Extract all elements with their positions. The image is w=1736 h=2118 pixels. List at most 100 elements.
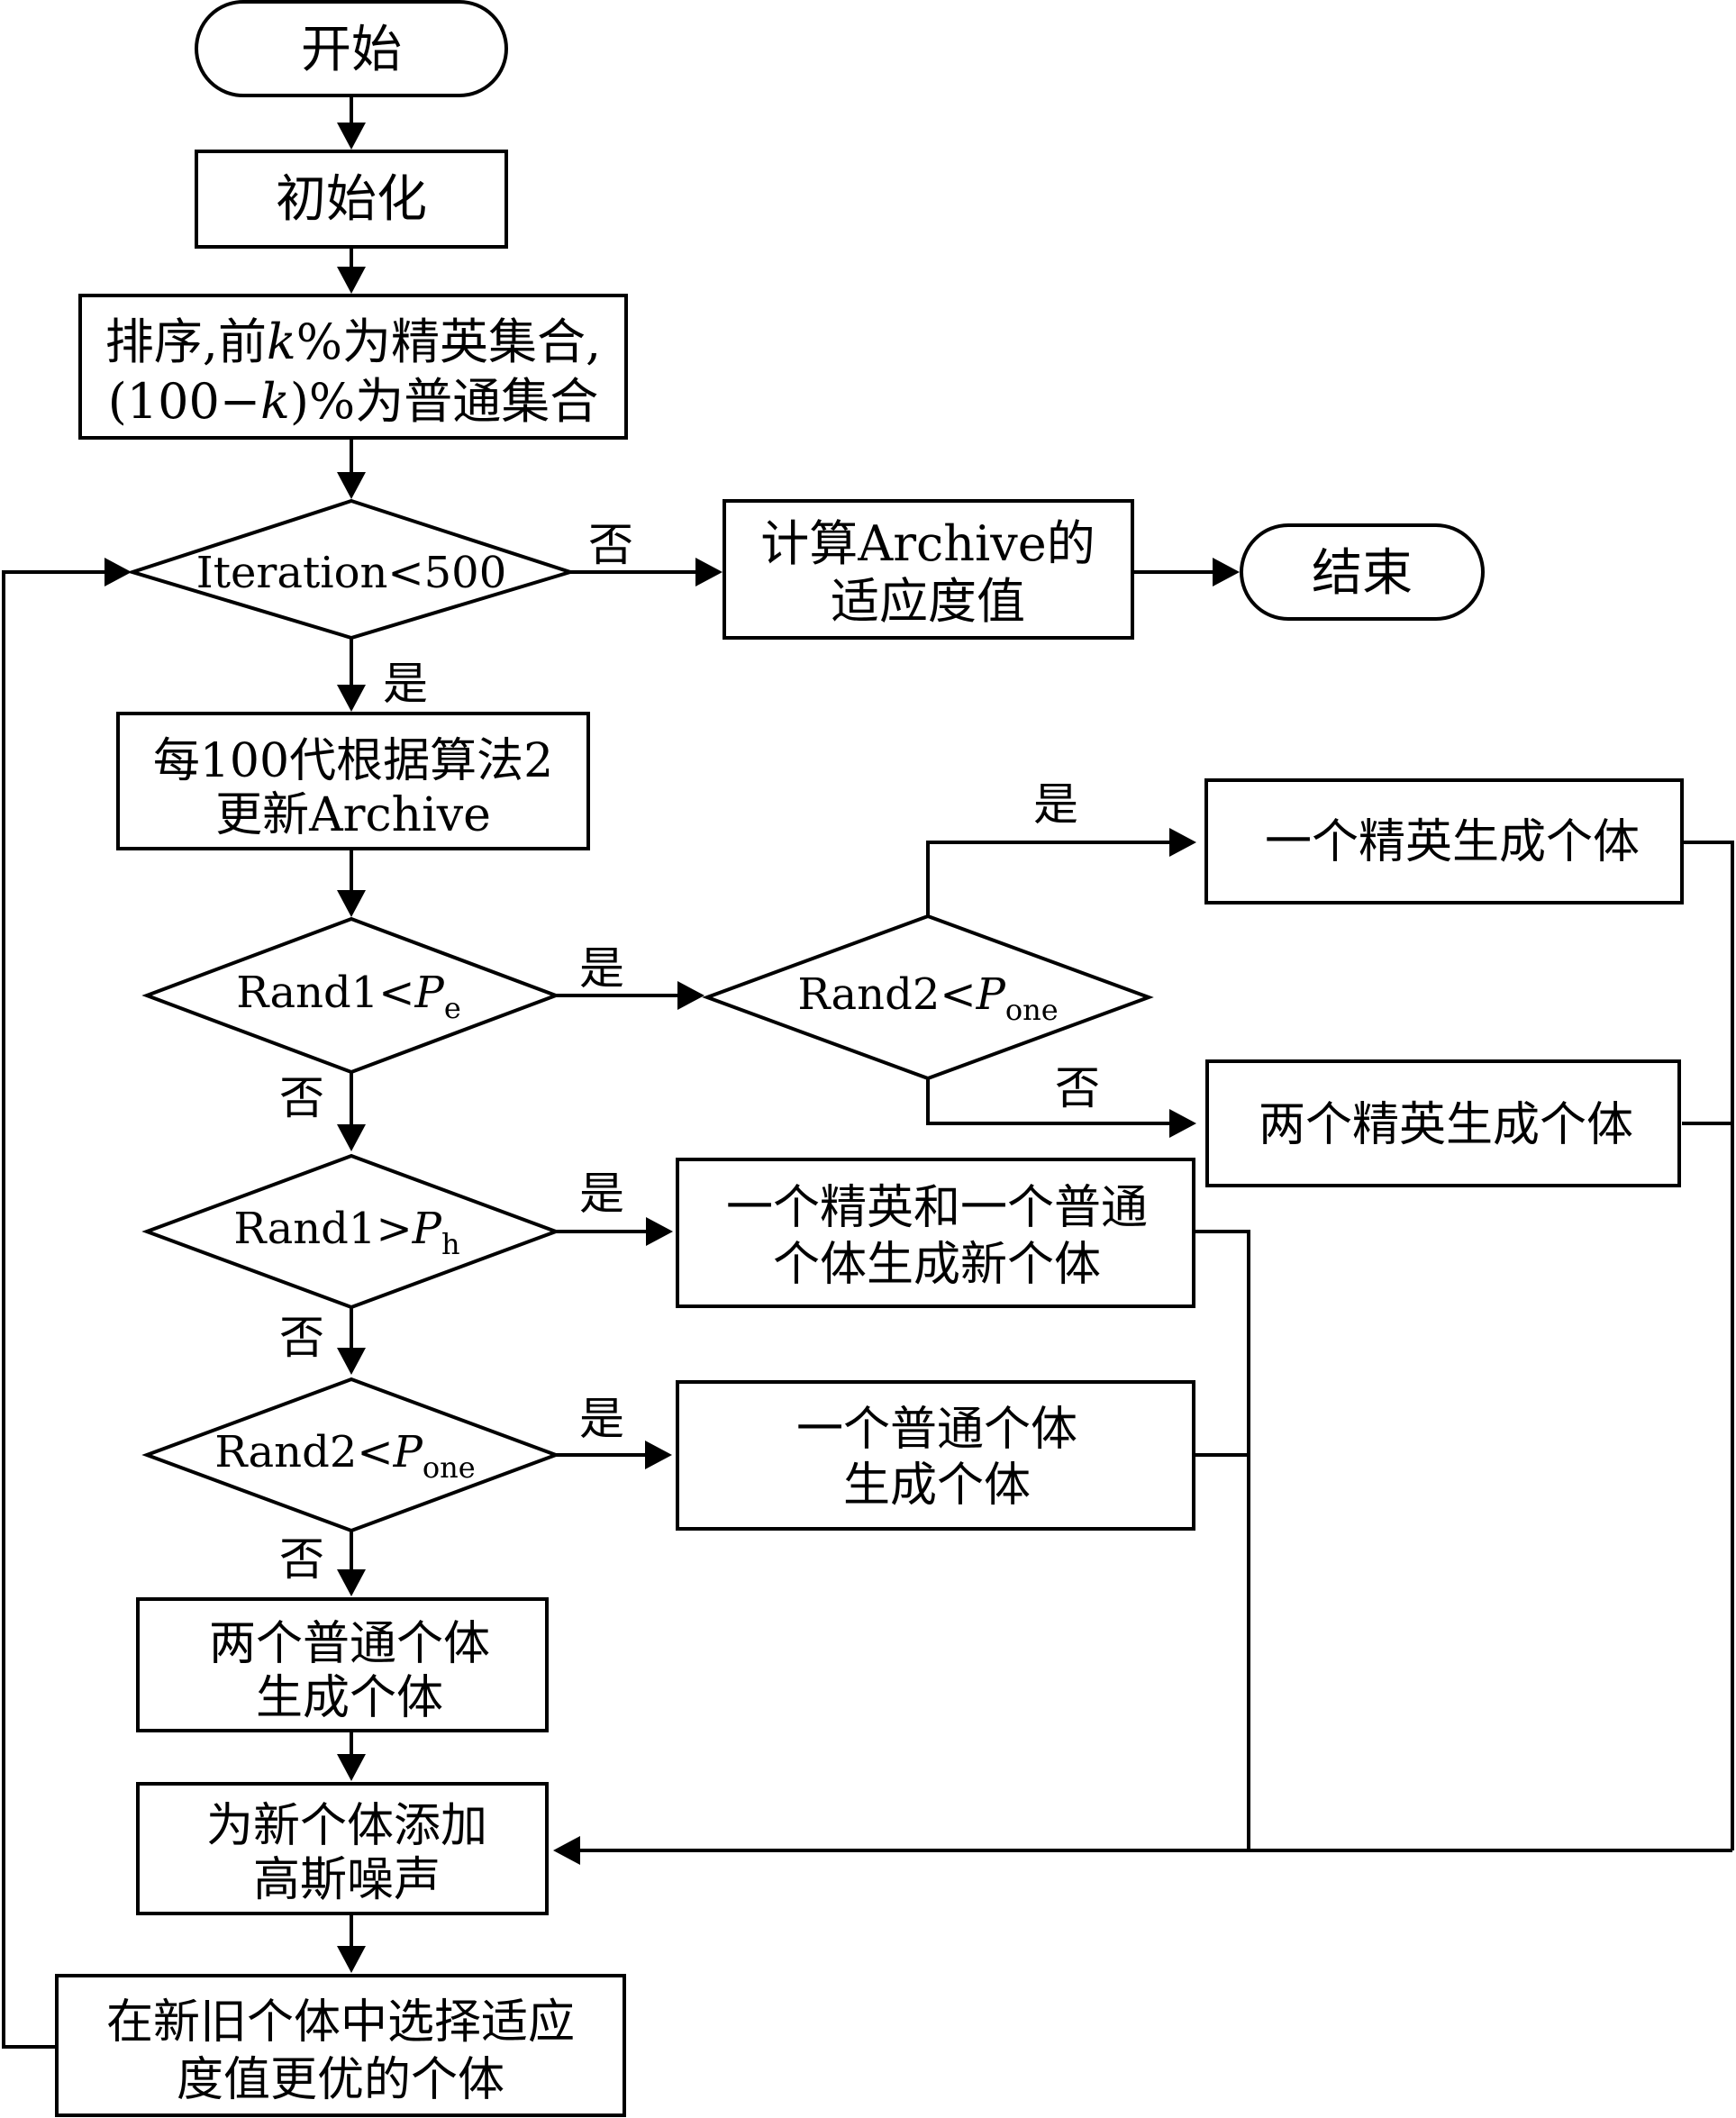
- noise-line2: 高斯噪声: [253, 1853, 441, 1907]
- mixed-node: 一个精英和一个普通 个体生成新个体: [676, 1158, 1195, 1308]
- normal-two-box: [136, 1597, 549, 1732]
- arrowhead: [677, 981, 704, 1010]
- edge-cond2-eliteone: [926, 841, 1173, 916]
- noise-node: 为新个体添加 高斯噪声: [136, 1782, 549, 1915]
- arrowhead: [695, 558, 723, 586]
- cond3-text: Rand1>: [233, 1204, 412, 1254]
- init-box: [195, 150, 508, 249]
- sort-line1: 排序,前k%为精英集合,: [105, 314, 601, 370]
- start-label: 开始: [301, 21, 402, 79]
- cond2-text: Rand2<: [797, 969, 976, 1020]
- loop-cond-label: Iteration<500: [196, 548, 507, 598]
- compute-line2: 适应度值: [831, 573, 1025, 630]
- arrowhead: [337, 123, 366, 150]
- arrowhead: [337, 1754, 366, 1781]
- edge-cond2-elitetwo: [926, 1078, 1173, 1125]
- cond1-diamond: [141, 916, 561, 1075]
- noise-box: [136, 1782, 549, 1915]
- loop-no-label: 否: [588, 519, 633, 571]
- cond1-label: Rand1<Pe: [236, 968, 461, 1025]
- sort-line2: (100−k)%为普通集合: [108, 373, 599, 430]
- arrowhead: [646, 1217, 673, 1246]
- arrowhead: [105, 558, 132, 586]
- loop-diamond: [126, 498, 577, 641]
- end-label: 结束: [1312, 544, 1413, 603]
- end-node: 结束: [1240, 523, 1485, 621]
- init-node: 初始化: [195, 150, 508, 249]
- compute-box: [723, 499, 1134, 640]
- cond3-var: P: [412, 1204, 442, 1254]
- sort-line2-var: k: [260, 373, 290, 430]
- normal-one-node: 一个普通个体 生成个体: [676, 1380, 1195, 1531]
- cond3-yes-label: 是: [579, 1168, 624, 1220]
- cond4-decision: Rand2<Pone: [141, 1377, 561, 1533]
- sort-line1-var: k: [267, 314, 296, 370]
- normal-one-box: [676, 1380, 1195, 1531]
- cond4-yes-label: 是: [579, 1393, 624, 1445]
- cond2-var: P: [976, 969, 1006, 1020]
- mixed-line2: 个体生成新个体: [773, 1238, 1101, 1292]
- sort-box: [78, 294, 628, 440]
- sort-line1-a: 排序,前: [105, 314, 267, 370]
- cond1-yes-label: 是: [579, 942, 624, 995]
- arrowhead: [1169, 1109, 1196, 1138]
- update-line1: 每100代根据算法2: [153, 734, 553, 788]
- update-node: 每100代根据算法2 更新Archive: [116, 712, 590, 850]
- cond1-no-label: 否: [279, 1072, 324, 1124]
- cond4-label: Rand2<Pone: [214, 1427, 475, 1485]
- arrowhead: [337, 472, 366, 499]
- cond4-no-label: 否: [279, 1533, 324, 1586]
- cond3-sub: h: [441, 1227, 460, 1261]
- compute-node: 计算Archive的 适应度值: [723, 499, 1134, 640]
- arrowhead: [337, 1124, 366, 1151]
- arrowhead: [337, 890, 366, 917]
- update-box: [116, 712, 590, 850]
- select-box: [55, 1974, 626, 2117]
- loop-yes-label: 是: [383, 658, 428, 710]
- arrowhead: [1213, 558, 1240, 586]
- arrowheads: [105, 123, 1240, 1973]
- noise-line1: 为新个体添加: [206, 1799, 487, 1853]
- arrowhead: [337, 267, 366, 294]
- end-terminal: [1240, 523, 1485, 621]
- cond1-text: Rand1<: [236, 968, 414, 1018]
- normal-one-line1: 一个普通个体: [796, 1403, 1077, 1457]
- cond1-var: P: [414, 968, 445, 1018]
- arrowhead: [337, 685, 366, 712]
- cond1-decision: Rand1<Pe: [141, 916, 561, 1075]
- mixed-box: [676, 1158, 1195, 1308]
- start-terminal: [195, 0, 508, 97]
- start-node: 开始: [195, 0, 508, 97]
- cond3-decision: Rand1>Ph: [141, 1153, 561, 1310]
- arrowhead: [337, 1569, 366, 1596]
- cond3-no-label: 否: [279, 1312, 324, 1364]
- normal-one-line2: 生成个体: [843, 1459, 1031, 1513]
- arrowhead: [1169, 828, 1196, 857]
- update-line2: 更新Archive: [215, 788, 491, 842]
- cond2-label: Rand2<Pone: [797, 969, 1058, 1027]
- sort-line2-b: )%为普通集合: [290, 373, 598, 430]
- edge-elite-collector: [1682, 841, 1734, 1850]
- cond3-label: Rand1>Ph: [233, 1204, 459, 1261]
- cond2-no-label: 否: [1055, 1062, 1100, 1114]
- select-node: 在新旧个体中选择适应 度值更优的个体: [55, 1974, 626, 2117]
- arrowhead: [337, 1946, 366, 1973]
- normal-two-node: 两个普通个体 生成个体: [136, 1597, 549, 1732]
- arrowhead: [645, 1441, 672, 1469]
- elite-one-node: 一个精英生成个体: [1204, 778, 1684, 904]
- connectors: [2, 95, 1734, 2049]
- select-line2: 度值更优的个体: [177, 2053, 504, 2107]
- normal-two-line2: 生成个体: [256, 1671, 443, 1725]
- elite-two-label: 两个精英生成个体: [1259, 1098, 1633, 1152]
- arrowhead: [553, 1836, 580, 1865]
- mixed-line1: 一个精英和一个普通: [726, 1181, 1148, 1235]
- sort-node: 排序,前k%为精英集合, (100−k)%为普通集合: [78, 294, 628, 440]
- init-label: 初始化: [276, 170, 427, 229]
- edge-select-loop: [2, 570, 108, 2049]
- edge-mixed-collector: [1194, 1230, 1250, 1850]
- elite-one-label: 一个精英生成个体: [1265, 815, 1640, 869]
- compute-line1: 计算Archive的: [760, 515, 1095, 572]
- arrowhead: [337, 1348, 366, 1375]
- normal-two-line1: 两个普通个体: [209, 1617, 490, 1671]
